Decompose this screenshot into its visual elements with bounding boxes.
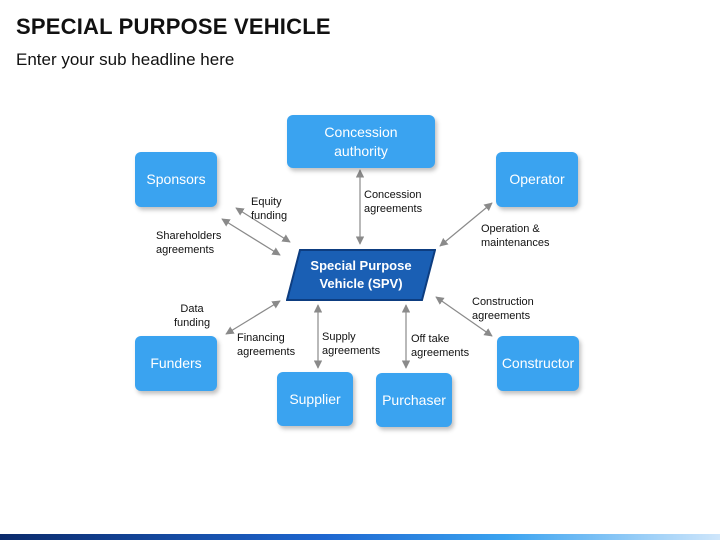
arrow-operation [439,202,493,247]
spv-center-node: Special Purpose Vehicle (SPV) [286,249,436,301]
page-subtitle: Enter your sub headline here [16,50,235,69]
label-operation-maintenances: Operation & maintenances [481,223,550,250]
node-sponsors: Sponsors [135,152,217,207]
label-financing-agreements: Financing agreements [237,332,296,359]
arrow-construction [435,296,493,337]
spv-parallelogram [286,249,436,301]
label-data-funding: Data funding [174,303,211,330]
node-funders: Funders [135,336,217,391]
label-construction-agreements: Construction agreements [472,296,534,323]
node-concession-authority: Concession authority [287,115,435,168]
node-constructor: Constructor [497,336,579,391]
node-supplier: Supplier [277,372,353,426]
label-shareholders-agreements: Shareholders agreements [156,230,222,257]
label-off-take-agreements: Off take agreements [411,333,470,360]
node-purchaser: Purchaser [376,373,452,427]
spv-label: Special Purpose Vehicle (SPV) [310,258,412,291]
node-operator: Operator [496,152,578,207]
label-equity-funding: Equity funding [251,196,288,223]
page-title: SPECIAL PURPOSE VEHICLE [16,14,331,39]
arrow-shareholders [221,218,281,256]
label-supply-agreements: Supply agreements [322,331,381,358]
label-concession-agreements: Concession agreements [364,189,423,216]
footer-gradient-bar [0,534,720,540]
arrow-financing [225,300,281,335]
